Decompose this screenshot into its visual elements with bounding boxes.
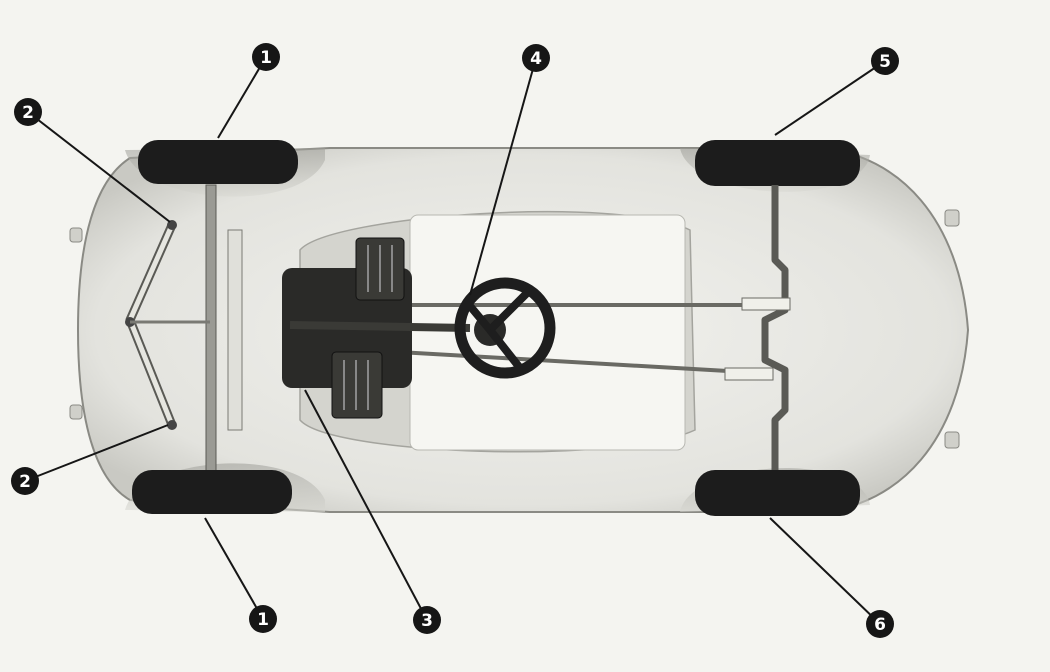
callout-number: 5 (879, 52, 891, 72)
leader-line (774, 60, 886, 136)
callout-badge: 1 (249, 605, 277, 633)
leader-line (469, 57, 537, 296)
leader-line (304, 389, 428, 621)
front-tire-top (138, 140, 298, 184)
rear-bumper-tab-top (944, 209, 960, 227)
front-axle-beam (227, 229, 243, 431)
callout-number: 3 (421, 611, 433, 631)
leader-line (769, 517, 881, 625)
front-bumper-tab-bottom (69, 404, 83, 420)
leader-line (27, 111, 171, 223)
leader-line (217, 56, 267, 139)
callout-badge: 1 (252, 43, 280, 71)
callout-number: 6 (874, 615, 886, 635)
front-tire-bottom (132, 470, 292, 514)
leader-line (24, 424, 169, 482)
callout-number: 2 (22, 103, 34, 123)
rear-bumper-tab-bottom (944, 431, 960, 449)
callout-badge: 3 (413, 606, 441, 634)
rod-bracket-upper (741, 297, 791, 311)
rear-crank-axle (761, 185, 789, 470)
rod-bracket-lower (724, 367, 774, 381)
callout-badge: 2 (14, 98, 42, 126)
steering-spoke (486, 327, 524, 371)
callout-badge: 6 (866, 610, 894, 638)
leader-line (204, 517, 264, 620)
steering-spoke (487, 287, 533, 333)
callout-number: 1 (260, 48, 272, 68)
tie-rod-pivot-bottom (167, 420, 177, 430)
rear-tire-bottom (695, 470, 860, 516)
callout-badge: 4 (522, 44, 550, 72)
steering-spoke (461, 297, 494, 333)
front-axle (205, 184, 217, 476)
callout-number: 4 (530, 49, 542, 69)
callout-layer: 1 2 4 5 2 1 3 6 (11, 43, 899, 638)
callout-number: 1 (257, 610, 269, 630)
steering-column (289, 321, 471, 332)
front-bumper-tab-top (69, 227, 83, 243)
rear-tire-top (695, 140, 860, 186)
callout-badge: 5 (871, 47, 899, 75)
callout-number: 2 (19, 472, 31, 492)
callout-badge: 2 (11, 467, 39, 495)
steering-wheel (454, 277, 556, 379)
